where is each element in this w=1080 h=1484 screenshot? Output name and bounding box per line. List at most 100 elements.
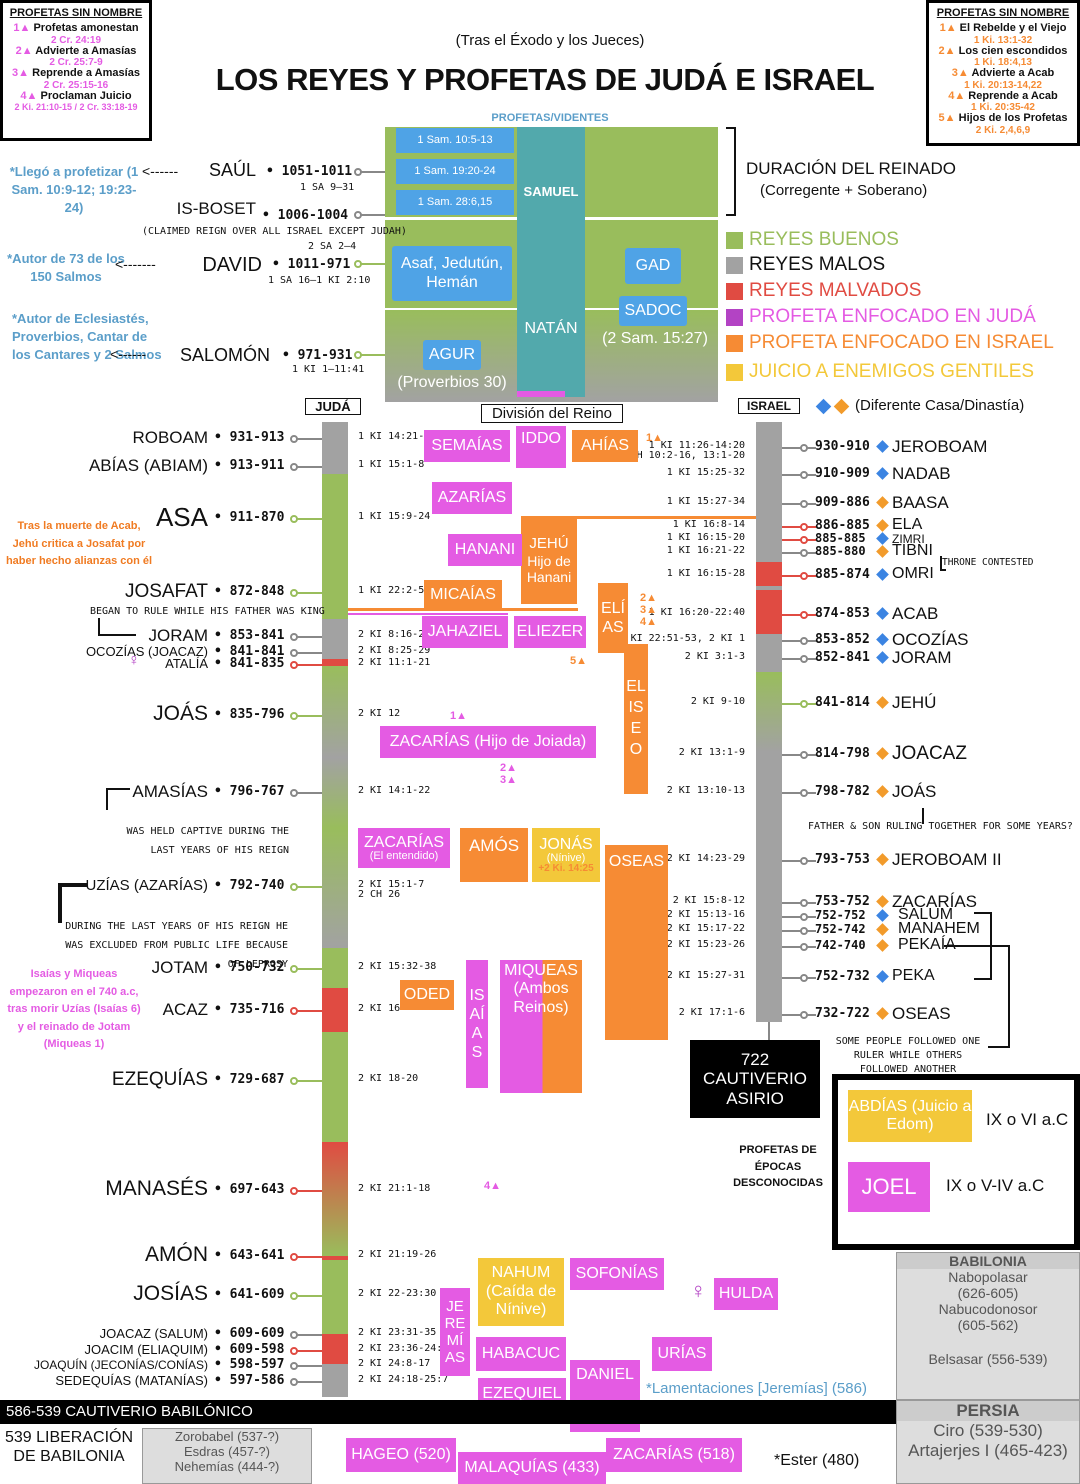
israel-king-ref: 1 KI 16:8-14 [672,519,745,530]
prophet-hanani: HANANI [448,534,522,566]
israel-king-ref: 1 KI 16:15-28 [666,568,745,579]
joel-date: IX o V-IV a.C [946,1176,1045,1195]
unknown-era-title: PROFETAS DE ÉPOCAS DESCONOCIDAS [733,1144,823,1189]
prophet-nahum: NAHUM (Caída de Nínive) [478,1258,564,1326]
israel-king-name: JOÁS [892,781,937,801]
timeline-dot [290,789,298,797]
dynasty-diamond-icon [876,939,889,952]
timeline-dot [290,463,298,471]
israel-king-date: 814-798 [815,746,870,761]
juda-king-name: SEDEQUÍAS (MATANÍAS) [55,1373,208,1389]
juda-king-name: EZEQUÍAS [111,1068,208,1090]
babilonia-table: BABILONIA Nabopolasar (626-605) Nabucodo… [896,1252,1080,1400]
prophet-urias: URÍAS [652,1337,712,1371]
israel-king-name: OSEAS [892,1003,951,1023]
dynasty-diamond-icon [876,923,889,936]
prophet-eliezer: ELIEZER [514,616,586,648]
juda-king-name: ABÍAS (ABIAM) [88,455,208,475]
israel-king-name: OMRI [892,565,934,583]
juda-king-name: UZÍAS (AZARÍAS) [85,877,208,894]
date-saul: • 1051-1011 [266,164,353,179]
timeline-dot [290,435,298,443]
israel-king-date: 798-782 [815,784,870,799]
juda-king-ref: 2 KI 21:19-26 [358,1249,437,1260]
prophet-oseas: OSEAS [605,845,668,1040]
dynasty-diamond-icon [876,909,889,922]
israel-king-ref: 1 KI 16:15-20 [666,532,745,543]
timeline-dot [290,589,298,597]
timeline-dot [290,1253,298,1261]
israel-king-date: 885-880 [815,544,866,558]
prophet-eliseo: ELISEO [624,644,648,794]
juda-king-date: • 792-740 [214,878,285,893]
lamentaciones-note: *Lamentaciones [Jeremías] (586) [646,1380,867,1397]
israel-king-date: 852-841 [815,650,870,665]
unknown-era-box: ABDÍAS (Juicio a Edom) IX o VI a.C JOEL … [832,1074,1080,1250]
timeline-dot [290,1007,298,1015]
juda-king-date: • 729-687 [214,1072,285,1087]
division-label: División del Reino [481,404,623,423]
juda-king-date: • 911-870 [214,510,285,525]
juda-king-date: • 609-598 [214,1342,285,1357]
unnamed-prophets-israel: PROFETAS SIN NOMBRE 1▲ El Rebelde y el V… [926,0,1080,146]
timeline-dot [800,572,808,580]
prophet-hulda: HULDA [714,1278,778,1310]
juda-king-name: ATALÍA [165,656,208,672]
israel-king-ref: 1 KI 15:25-32 [666,467,745,478]
agur-box: AGUR [423,340,481,370]
samuel-label: SAMUEL [523,184,579,199]
agur-ref: (Proverbios 30) [397,374,507,391]
babylon-liberation: 539 LIBERACIÓN DE BABILONIA [4,1429,134,1466]
israel-king-date: 909-886 [815,495,870,510]
israel-king-ref: 2 KI 13:1-9 [678,747,745,758]
timeline-dot [290,633,298,641]
date-salomon: • 971-931 [282,348,353,363]
juda-king-ref: 2 KI 11:1-21 [358,657,431,668]
israel-king-name: SALUM [898,906,954,924]
prophet-hageo: HAGEO (520) [346,1438,456,1472]
reign-info-sub: (Corregente + Soberano) [760,182,928,199]
female-icon: ♀ [128,652,140,669]
reign-bracket [726,127,736,216]
dynasty-diamond-icon [876,568,889,581]
prophet-jeremias: JEREMÍAS [440,1288,470,1376]
throne-contested-note: THRONE CONTESTED [942,557,1034,568]
juda-king-name: MANASÉS [105,1177,208,1201]
timeline-dot [800,857,808,865]
timeline-dot [800,523,808,531]
prophet-oded: ODED [400,980,454,1010]
israel-king-ref: 2 KI 15:17-22 [666,923,745,934]
juda-king-date: • 597-586 [214,1373,285,1388]
israel-king-ref: 2 KI 15:8-12 [672,895,745,906]
uzias-note: DURING THE LAST YEARS OF HIS REIGN HE WA… [65,921,288,970]
juda-king-name: ASA [155,502,208,533]
abdias-date: IX o VI a.C [986,1110,1069,1129]
israel-king-date: 752-732 [815,969,870,984]
dynasty-diamond-icon [876,970,889,983]
timeline-dot [800,549,808,557]
prophet-joel: JOEL [848,1162,930,1212]
legend-israel-prophet: PROFETA ENFOCADO EN ISRAEL [726,332,1054,354]
israel-king-date: 841-814 [815,695,870,710]
gad-box: GAD [625,248,681,284]
dynasty-diamond-icon [876,496,889,509]
israel-king-ref: 2 KI 15:13-16 [666,909,745,920]
dynasty-diamond-icon [876,895,889,908]
juda-king-name: JOÁS [153,702,208,726]
israel-king-name: ZACARÍAS [892,891,978,911]
juda-king-name: JOACIM (ELIAQUIM) [84,1342,208,1358]
dynasty-diamond-icon [876,1007,889,1020]
asaf-jedutun-heman: Asaf, Jedutún, Hemán [392,246,512,301]
dynasty-diamond-icon [876,545,889,558]
juda-king-ref: 2 KI 12 [358,708,401,719]
israel-king-ref: 2 KI 17:1-6 [678,1007,745,1018]
king-isboset: IS-BOSET [176,199,256,218]
dynasty-note: (Diferente Casa/Dinastía) [855,397,1025,414]
timeline-dot [800,751,808,759]
israel-king-name: ZIMRI [892,531,925,546]
timeline-dot [290,1077,298,1085]
juda-king-date: • 913-911 [214,458,285,473]
page-title: LOS REYES Y PROFETAS DE JUDÁ E ISRAEL [215,62,875,97]
israel-king-date: 910-909 [815,466,870,481]
legend-bad-kings: REYES MALOS [726,254,885,276]
